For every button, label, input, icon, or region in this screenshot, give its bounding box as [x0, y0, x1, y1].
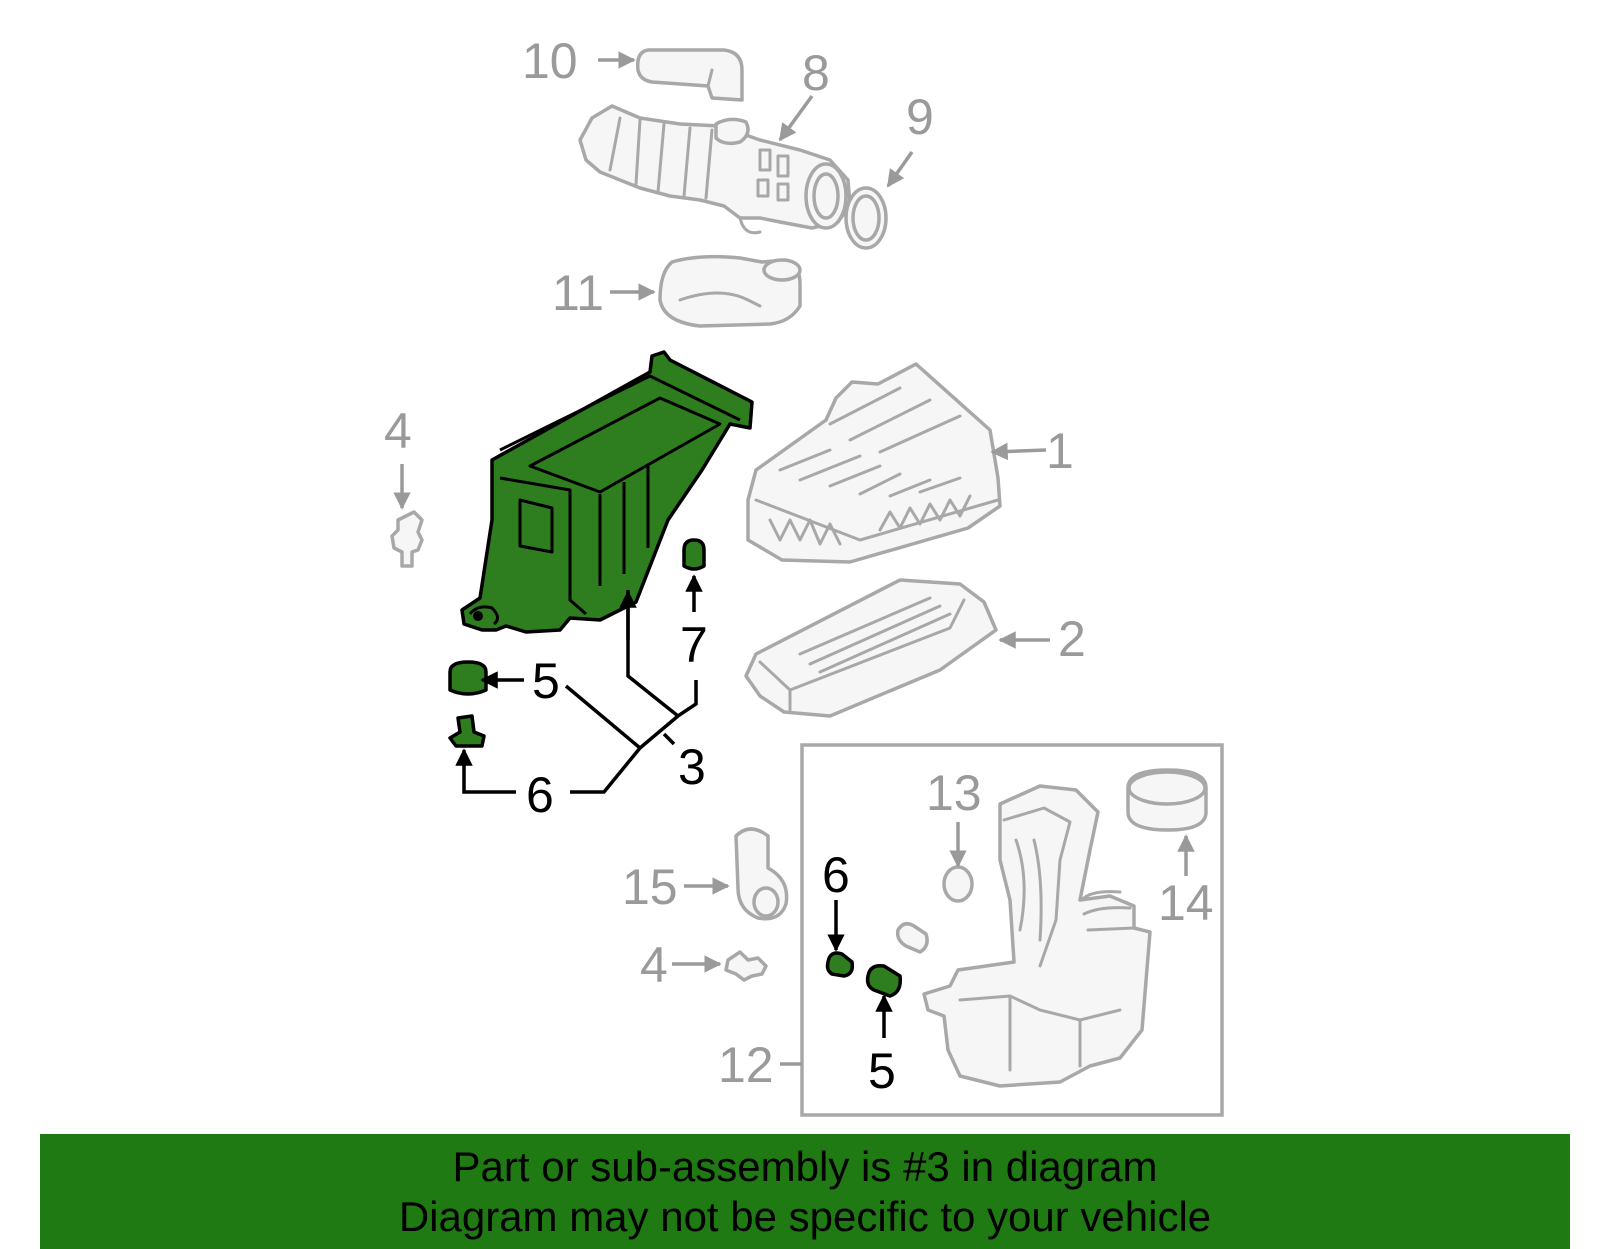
callout-1: 1 [1046, 423, 1074, 479]
leader-6 [455, 748, 516, 794]
part-7-grommet [682, 538, 706, 571]
part-6-collar-lower [825, 951, 855, 978]
info-banner: Part or sub-assembly is #3 in diagram Di… [40, 1134, 1570, 1249]
part-8-intake-tube [578, 104, 852, 235]
part-9-o-ring [844, 186, 888, 250]
banner-line-2: Diagram may not be specific to your vehi… [398, 1192, 1212, 1240]
part-4-clip [390, 510, 424, 568]
part-1-cover [746, 362, 1002, 564]
banner-line-1: Part or sub-assembly is #3 in diagram [452, 1142, 1158, 1190]
leader-1 [990, 442, 1047, 461]
callout-15: 15 [622, 859, 678, 915]
callout-7: 7 [680, 617, 708, 673]
callout-6-lower: 6 [822, 847, 850, 903]
part-12-lower-housing [922, 784, 1152, 1088]
callout-4-lower: 4 [640, 937, 668, 993]
callout-6: 6 [526, 767, 554, 823]
part-3-housing [460, 350, 754, 634]
part-11-resonator [658, 254, 802, 328]
part-15-hose [734, 827, 789, 921]
callout-8: 8 [802, 45, 830, 101]
part-10-tube [635, 48, 744, 102]
callout-10: 10 [522, 33, 578, 89]
leader-9 [886, 150, 914, 188]
part-2-filter [744, 578, 998, 718]
callout-5: 5 [532, 653, 560, 709]
part-13-o-ring [942, 865, 974, 903]
callout-2: 2 [1058, 611, 1086, 667]
callout-13: 13 [926, 765, 982, 821]
callout-9: 9 [906, 89, 934, 145]
callout-12: 12 [718, 1037, 774, 1093]
callout-3: 3 [678, 739, 706, 795]
leader-3-stem [662, 732, 676, 746]
part-6-collar [448, 714, 486, 748]
callout-14: 14 [1158, 875, 1214, 931]
callout-11: 11 [552, 265, 604, 321]
callout-4: 4 [384, 403, 412, 459]
part-plug [895, 922, 929, 954]
part-4-clip-lower [724, 950, 768, 982]
part-14-collar-ring [1126, 768, 1208, 832]
part-5-bushing [448, 660, 488, 696]
leader-8 [778, 94, 814, 142]
callout-5-lower: 5 [868, 1043, 896, 1099]
part-5-bushing-lower [865, 963, 903, 998]
leader-3-tree [564, 590, 698, 794]
